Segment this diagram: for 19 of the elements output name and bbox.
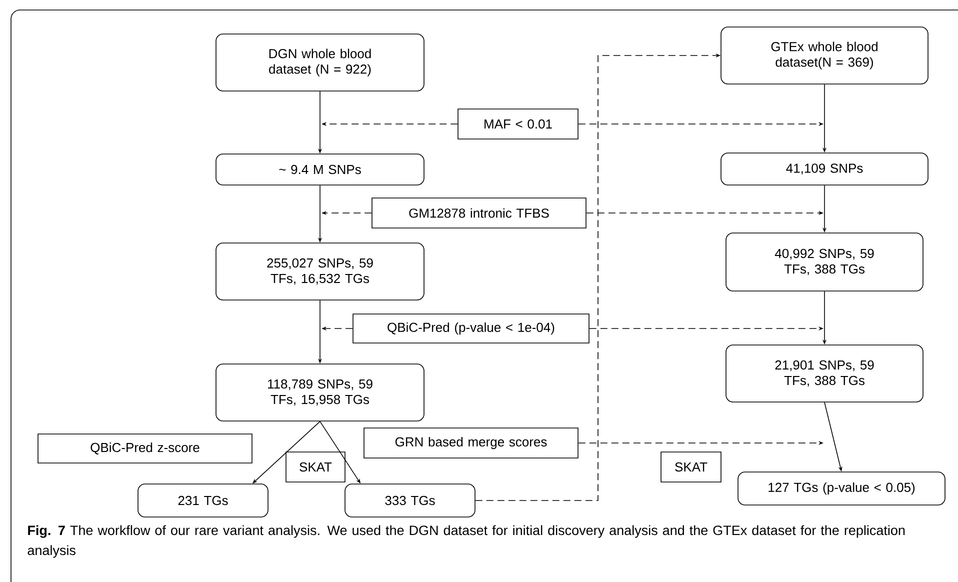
process-box: 118,789 SNPs, 59 TFs, 15,958 TGs — [216, 364, 424, 422]
process-box: GTEx whole blood dataset(N = 369) — [720, 26, 928, 84]
method-box: SKAT — [660, 452, 722, 482]
process-box: DGN whole blood dataset (N = 922) — [216, 34, 424, 92]
process-box: 41,109 SNPs — [720, 152, 928, 186]
process-box: 21,901 SNPs, 59 TFs, 388 TGs — [726, 344, 924, 402]
result-box: 333 TGs — [344, 484, 476, 518]
result-box: 127 TGs (p-value < 0.05) — [738, 472, 946, 506]
process-box: 40,992 SNPs, 59 TFs, 388 TGs — [726, 232, 924, 292]
filter-box: QBiC-Pred (p-value < 1e-04) — [352, 314, 590, 344]
process-box: ~ 9.4 M SNPs — [216, 154, 424, 186]
figure-caption: Fig. 7 The workflow of our rare variant analysis. We used the DGN dataset for initial discovery analysis and the GTEx dataset for the replication analysis — [28, 525, 905, 558]
filter-box: GRN based merge scores — [364, 428, 578, 458]
method-box: QBiC-Pred z-score — [38, 434, 252, 464]
method-box: SKAT — [286, 452, 346, 482]
filter-box: GM12878 intronic TFBS — [372, 198, 586, 228]
result-box: 231 TGs — [138, 484, 268, 518]
filter-box: MAF < 0.01 — [458, 108, 578, 140]
process-box: 255,027 SNPs, 59 TFs, 16,532 TGs — [216, 242, 424, 300]
